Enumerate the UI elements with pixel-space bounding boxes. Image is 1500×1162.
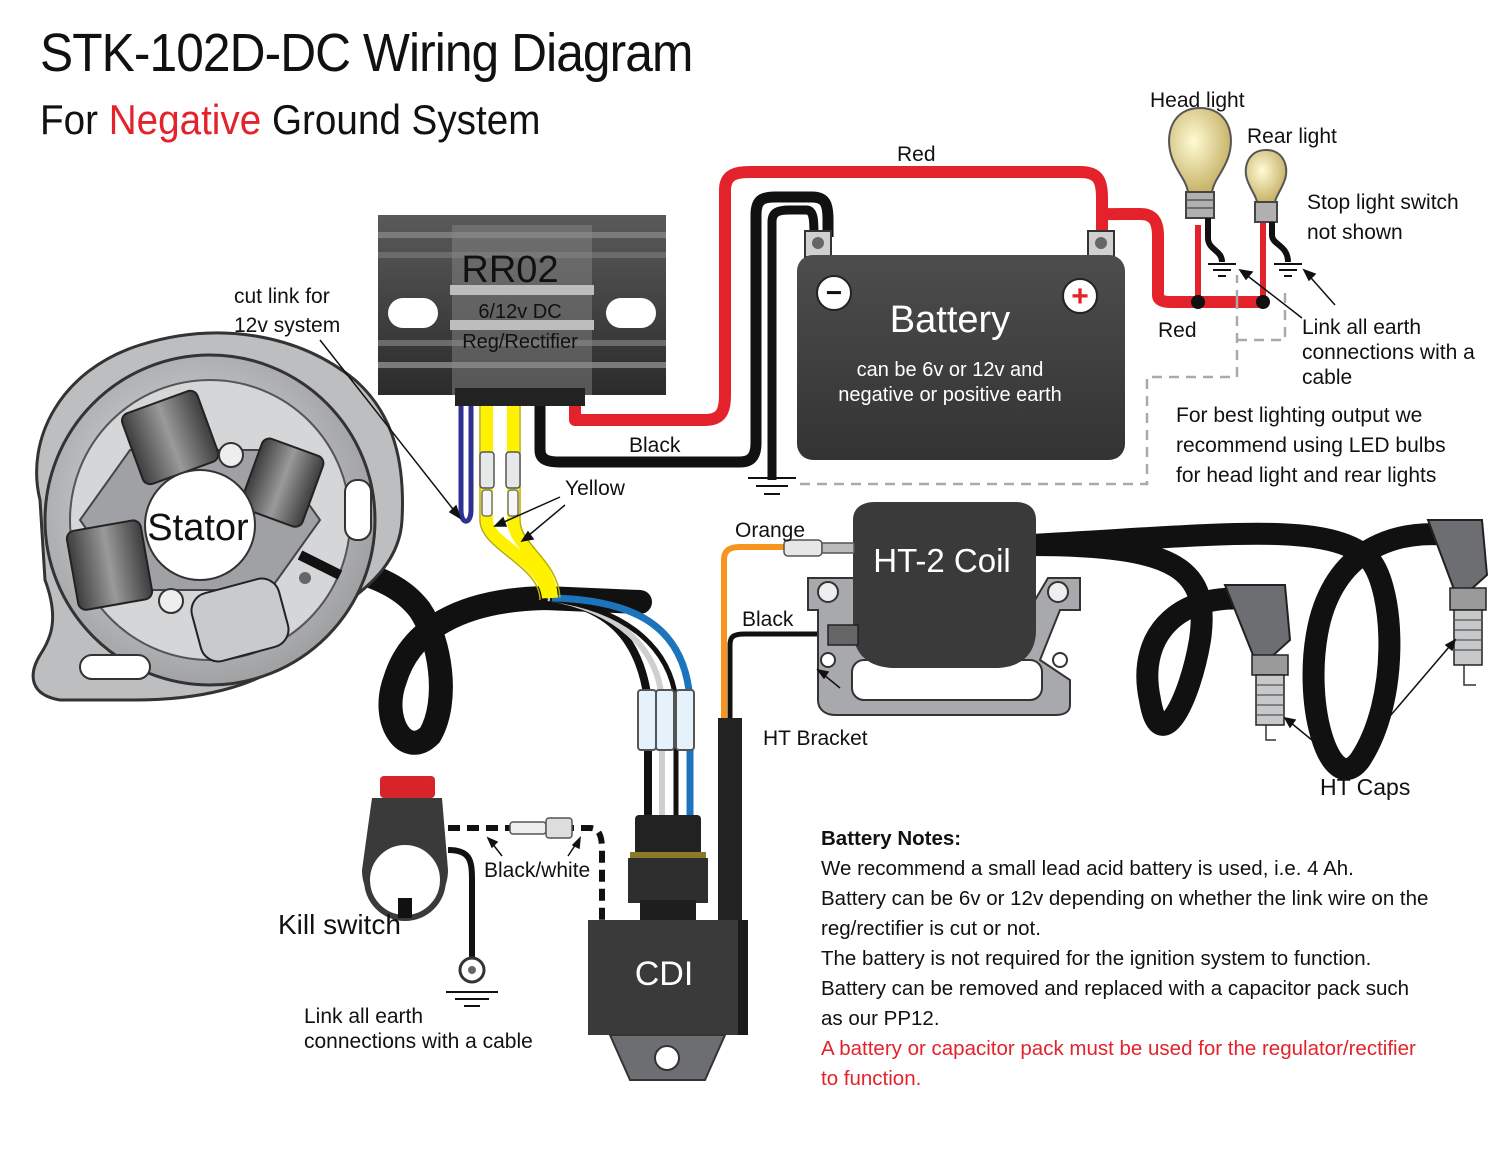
battery-note-line: Battery can be removed and replaced with… (821, 977, 1409, 1000)
battery-positive-symbol: + (1071, 280, 1089, 313)
subtitle-prefix: For (40, 96, 109, 143)
label-led-2: recommend using LED bulbs (1176, 434, 1446, 457)
ht-cap-right (1426, 519, 1489, 686)
cdi-plug (628, 815, 708, 925)
annotation-arrows (319, 339, 1457, 857)
label-stop-switch-1: Stop light switch (1307, 191, 1459, 214)
battery-negative-symbol: − (826, 277, 842, 308)
bracket-screw-icon (817, 581, 839, 603)
yellow-wire-outline (479, 405, 561, 601)
battery-label: Battery (890, 299, 1010, 341)
battery-notes-heading: Battery Notes: (821, 827, 962, 850)
junction-rear (1256, 295, 1270, 309)
label-ht-caps: HT Caps (1320, 774, 1410, 800)
label-yellow: Yellow (565, 477, 626, 500)
label-led-1: For best lighting output we (1176, 404, 1422, 427)
red-wire-top (569, 166, 1108, 426)
label-black-rr: Black (629, 434, 681, 457)
label-red-top: Red (897, 143, 936, 166)
cdi-black-wire (727, 631, 830, 720)
yellow-wire-right (507, 405, 558, 599)
coil-label: HT-2 Coil (873, 542, 1011, 579)
stator-screw-icon (158, 588, 184, 614)
red-wire-right (1096, 208, 1265, 308)
stator-screw-icon (218, 442, 244, 468)
orange-wire (721, 544, 790, 720)
label-head-light: Head light (1150, 89, 1245, 112)
battery-negative-terminal-icon (816, 275, 852, 311)
label-stop-switch-2: not shown (1307, 221, 1403, 244)
junction-head (1191, 295, 1205, 309)
battery-note-line: as our PP12. (821, 1007, 940, 1030)
stator-harness-cable (318, 553, 652, 755)
label-earth-right-3: cable (1302, 366, 1352, 389)
head-light-bulb (1168, 106, 1232, 263)
stator-label: Stator (147, 507, 249, 549)
battery-note-warning: A battery or capacitor pack must be used… (821, 1037, 1416, 1060)
ht-lead-right (1019, 522, 1461, 780)
subtitle-highlight: Negative (108, 96, 262, 143)
earth-link-arrows-right (1238, 268, 1336, 319)
battery: − + Battery can be 6v or 12v and negativ… (797, 230, 1125, 460)
ht-lead-left (1019, 534, 1266, 736)
black-white-connector (509, 817, 573, 839)
diagram-labels: cut link for 12v system Red Red Black Ye… (234, 89, 1475, 1053)
cdi-unit: CDI (588, 920, 748, 1081)
bracket-screw-icon (1047, 581, 1069, 603)
cdi-cable-sleeve (718, 718, 742, 928)
label-ht-bracket: HT Bracket (763, 727, 868, 750)
battery-description-1: can be 6v or 12v and (857, 359, 1044, 381)
harness-connectors (637, 689, 695, 751)
label-led-3: for head light and rear lights (1176, 464, 1436, 487)
blue-link-wire (458, 405, 474, 524)
battery-note-line: reg/rectifier is cut or not. (821, 917, 1041, 940)
label-cut-link-1: cut link for (234, 285, 330, 308)
harness-blue-wire (551, 594, 694, 820)
stator-assembly: Stator (31, 331, 404, 702)
yellow-connectors (479, 451, 521, 517)
subtitle-suffix: Ground System (261, 96, 541, 143)
label-earth-left-2: connections with a cable (304, 1030, 533, 1053)
regulator-model: RR02 (461, 249, 558, 291)
rear-light-bulb (1244, 148, 1291, 263)
label-red-right: Red (1158, 319, 1197, 342)
earth-symbol-lights (1208, 263, 1302, 277)
label-earth-left-1: Link all earth (304, 1005, 423, 1028)
label-black-white: Black/white (484, 859, 590, 882)
earth-symbol-battery (748, 477, 796, 495)
diagram-subtitle: For Negative Ground System (40, 96, 540, 144)
label-cut-link-2: 12v system (234, 314, 340, 337)
label-rear-light: Rear light (1247, 125, 1337, 148)
battery-description-2: negative or positive earth (838, 384, 1061, 406)
earth-dashed-link-right (800, 275, 1287, 486)
ht-cap-left (1223, 584, 1292, 741)
black-wire-earth (767, 205, 819, 480)
black-white-dashed-wire (448, 825, 605, 920)
coil-body: HT-2 Coil (827, 502, 1036, 668)
stator-coil-right (240, 437, 325, 528)
battery-note-line: We recommend a small lead acid battery i… (821, 857, 1354, 880)
orange-connector (783, 539, 855, 557)
label-earth-right-2: connections with a (1302, 341, 1475, 364)
battery-note-line: The battery is not required for the igni… (821, 947, 1372, 970)
stator-coil-bottom (190, 577, 290, 663)
black-wire-rr (534, 191, 834, 468)
battery-note-line: Battery can be 6v or 12v depending on wh… (821, 887, 1429, 910)
regulator-type: Reg/Rectifier (462, 331, 578, 353)
label-black-coil: Black (742, 608, 794, 631)
battery-positive-terminal-icon (1062, 278, 1098, 314)
label-earth-right-1: Link all earth (1302, 316, 1421, 339)
regulator-rating: 6/12v DC (478, 301, 561, 323)
battery-notes: Battery Notes: We recommend a small lead… (821, 824, 1461, 1094)
label-kill-switch: Kill switch (278, 909, 401, 940)
battery-note-warning: to function. (821, 1067, 922, 1090)
kill-switch (362, 776, 498, 1007)
cdi-label: CDI (635, 955, 694, 993)
diagram-title: STK-102D-DC Wiring Diagram (40, 23, 693, 83)
regulator-rectifier: RR02 6/12v DC Reg/Rectifier (378, 215, 666, 406)
label-orange: Orange (735, 519, 805, 542)
stator-coil-left (65, 519, 154, 611)
